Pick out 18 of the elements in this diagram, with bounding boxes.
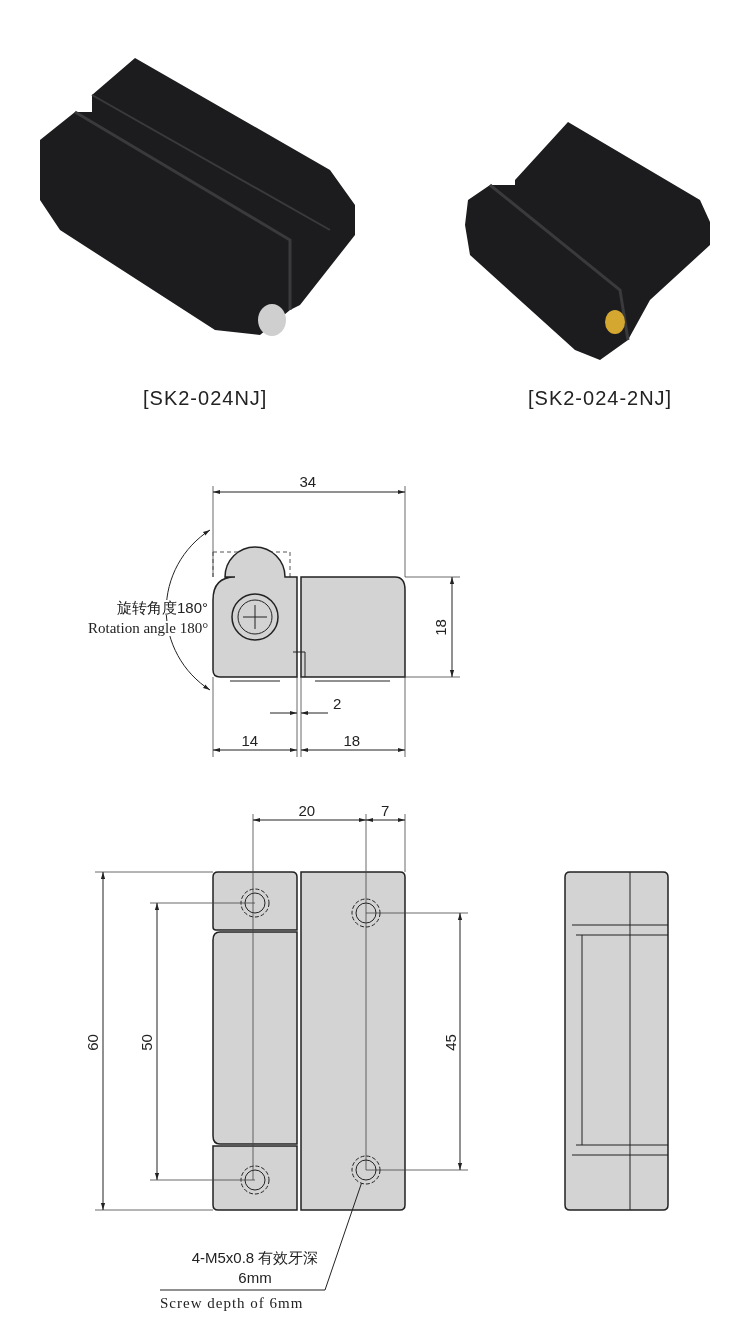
dimension-label: 50: [138, 1033, 154, 1051]
rotation-note: Rotation angle 180°: [88, 620, 209, 636]
dimension-label: 34: [299, 473, 317, 489]
product-code: [SK2-024NJ]: [143, 388, 268, 408]
thread-spec-note: 4-M5x0.8 有效牙深 6mm: [190, 1248, 320, 1288]
dimension-label: 20: [298, 802, 316, 818]
dimension-label: 14: [241, 732, 259, 748]
threaded-hole: [351, 1155, 381, 1185]
screw-depth-note: Screw depth of 6mm: [160, 1296, 304, 1311]
dimension-label: 2: [333, 695, 342, 711]
product-code: [SK2-024-2NJ]: [528, 388, 673, 408]
dimension-label: 7: [381, 802, 390, 818]
leader-line: [159, 1182, 362, 1291]
rotation-note: 旋转角度180°: [117, 599, 209, 615]
dimension-label: 60: [84, 1033, 100, 1051]
dimension-label: 45: [442, 1033, 458, 1051]
dimension-label: 18: [432, 618, 448, 636]
dimension-label: 18: [343, 732, 361, 748]
